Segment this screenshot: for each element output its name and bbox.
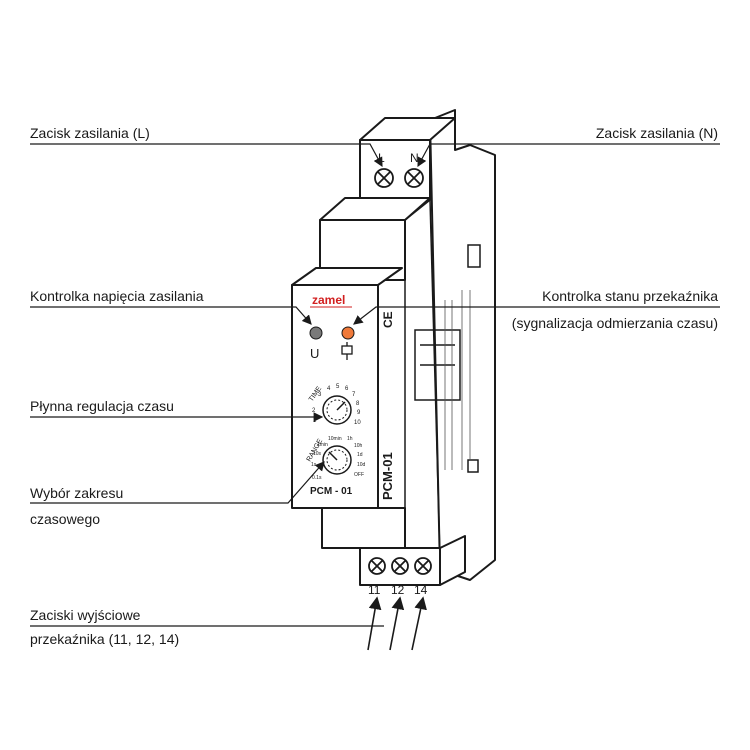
leader-range [30,461,325,504]
power-led-icon [309,326,323,340]
leader-lines [30,143,720,627]
label-time-adjust: Płynna regulacja czasu [30,398,174,414]
time-tick-7: 7 [352,392,356,398]
terminal-11-label: 11 [368,583,381,597]
range-tick-10h: 10h [354,443,363,449]
range-tick-off: OFF [354,472,364,478]
label-supply-n: Zacisk zasilania (N) [595,125,718,141]
range-scale: 0.1s 1s 10s 1min 10min 1h 10h 1d 10d OFF [311,436,366,481]
time-tick-6: 6 [345,386,349,392]
time-tick-4: 4 [327,386,331,392]
terminal-12-screw-icon [391,557,409,575]
terminal-14-label: 14 [414,583,428,597]
range-tick-1s: 1s [311,462,317,468]
leader-relay-led [353,306,720,325]
terminal-l-screw-icon [374,168,394,188]
label-relay-led-note: (sygnalizacja odmierzania czasu) [511,315,718,331]
leader-power-led [30,306,312,325]
model-label: PCM - 01 [310,486,353,497]
wire-14 [411,596,427,651]
terminal-11-screw-icon [368,557,386,575]
label-relay-led: Kontrolka stanu przekaźnika [542,288,718,304]
time-tick-5: 5 [336,384,340,390]
ce-mark-icon: CE [381,311,395,328]
relay-symbol-icon [341,342,353,360]
label-output-line1: Zaciski wyjściowe [30,607,141,623]
leader-supply-l [30,143,383,168]
housing [291,109,496,586]
time-dial[interactable] [322,395,352,425]
range-dial[interactable] [322,445,352,475]
time-tick-10: 10 [354,420,361,426]
time-tick-2: 2 [312,408,316,414]
relay-led-icon [341,326,355,340]
range-tick-1h: 1h [347,436,353,442]
label-power-led: Kontrolka napięcia zasilania [30,288,204,304]
label-range-line1: Wybór zakresu [30,485,124,501]
range-tick-10s: 10s [313,451,322,457]
range-tick-1d: 1d [357,452,363,458]
wire-12 [389,596,405,651]
led-u-label: U [310,346,319,361]
side-model-label: PCM-01 [380,452,395,500]
terminal-12-label: 12 [391,583,405,597]
brand-logo: zamel [312,293,345,307]
time-tick-3: 3 [318,392,322,398]
top-terminals: L N [374,151,424,188]
leader-supply-n [417,143,720,168]
label-output-line2: przekaźnika (11, 12, 14) [30,631,180,647]
range-tick-01s: 0.1s [312,475,322,481]
label-range-line2: czasowego [30,511,101,527]
terminal-14-screw-icon [414,557,432,575]
wire-11 [367,596,382,651]
label-supply-l: Zacisk zasilania (L) [30,125,150,141]
bottom-terminals [368,557,432,575]
range-tick-10min: 10min [328,436,342,442]
range-tick-1min: 1min [317,442,328,448]
terminal-l-label: L [378,151,385,165]
terminal-n-screw-icon [404,168,424,188]
terminal-n-label: N [410,151,419,165]
time-tick-8: 8 [356,401,360,407]
side-text-lines [444,290,471,470]
time-tick-9: 9 [357,410,361,416]
range-tick-10d: 10d [357,462,366,468]
output-wires [367,596,427,651]
side-panel-lines [377,199,481,561]
